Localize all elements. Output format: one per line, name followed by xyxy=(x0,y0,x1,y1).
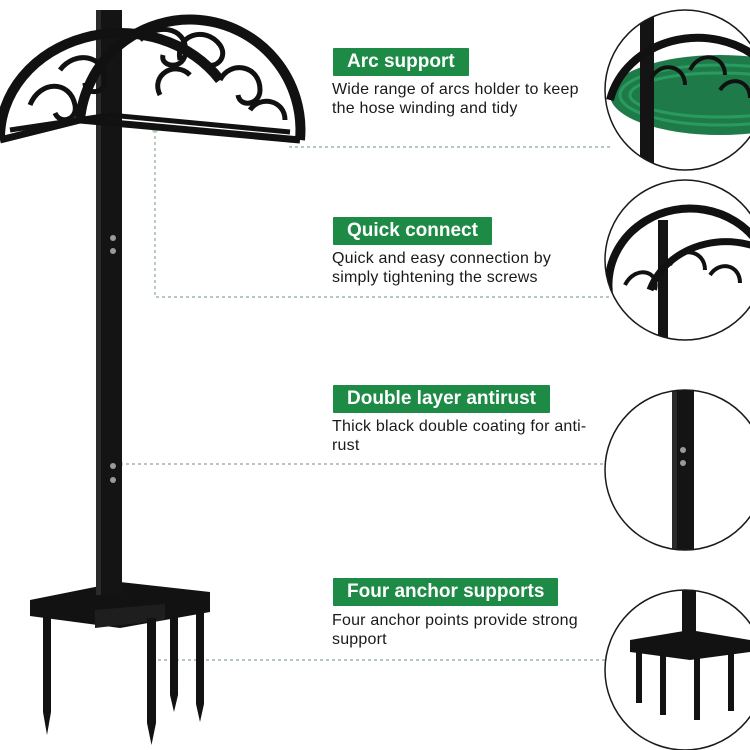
leader-line-connect xyxy=(154,130,612,298)
arc-hose-hanger xyxy=(0,14,306,144)
leader-line-arc xyxy=(289,140,612,148)
feature-title-quick-connect: Quick connect xyxy=(333,217,492,245)
anchor-base xyxy=(30,582,210,745)
feature-description-arc-support: Wide range of arcs holder to keep the ho… xyxy=(332,81,579,117)
closeup-arc-support xyxy=(604,9,750,171)
feature-description-double-antirust: Thick black double coating for anti-rust xyxy=(332,418,587,454)
feature-description-quick-connect: Quick and easy connection by simply tigh… xyxy=(332,250,552,286)
feature-description-four-anchor: Four anchor points provide strong suppor… xyxy=(332,612,578,648)
main-pole xyxy=(96,10,122,595)
closeup-double-antirust xyxy=(604,389,750,551)
closeup-anchor-supports xyxy=(604,589,750,750)
feature-title-arc-support: Arc support xyxy=(333,48,469,76)
feature-title-double-antirust: Double layer antirust xyxy=(333,385,550,413)
closeup-quick-connect xyxy=(604,179,750,341)
feature-title-four-anchor: Four anchor supports xyxy=(333,578,559,606)
